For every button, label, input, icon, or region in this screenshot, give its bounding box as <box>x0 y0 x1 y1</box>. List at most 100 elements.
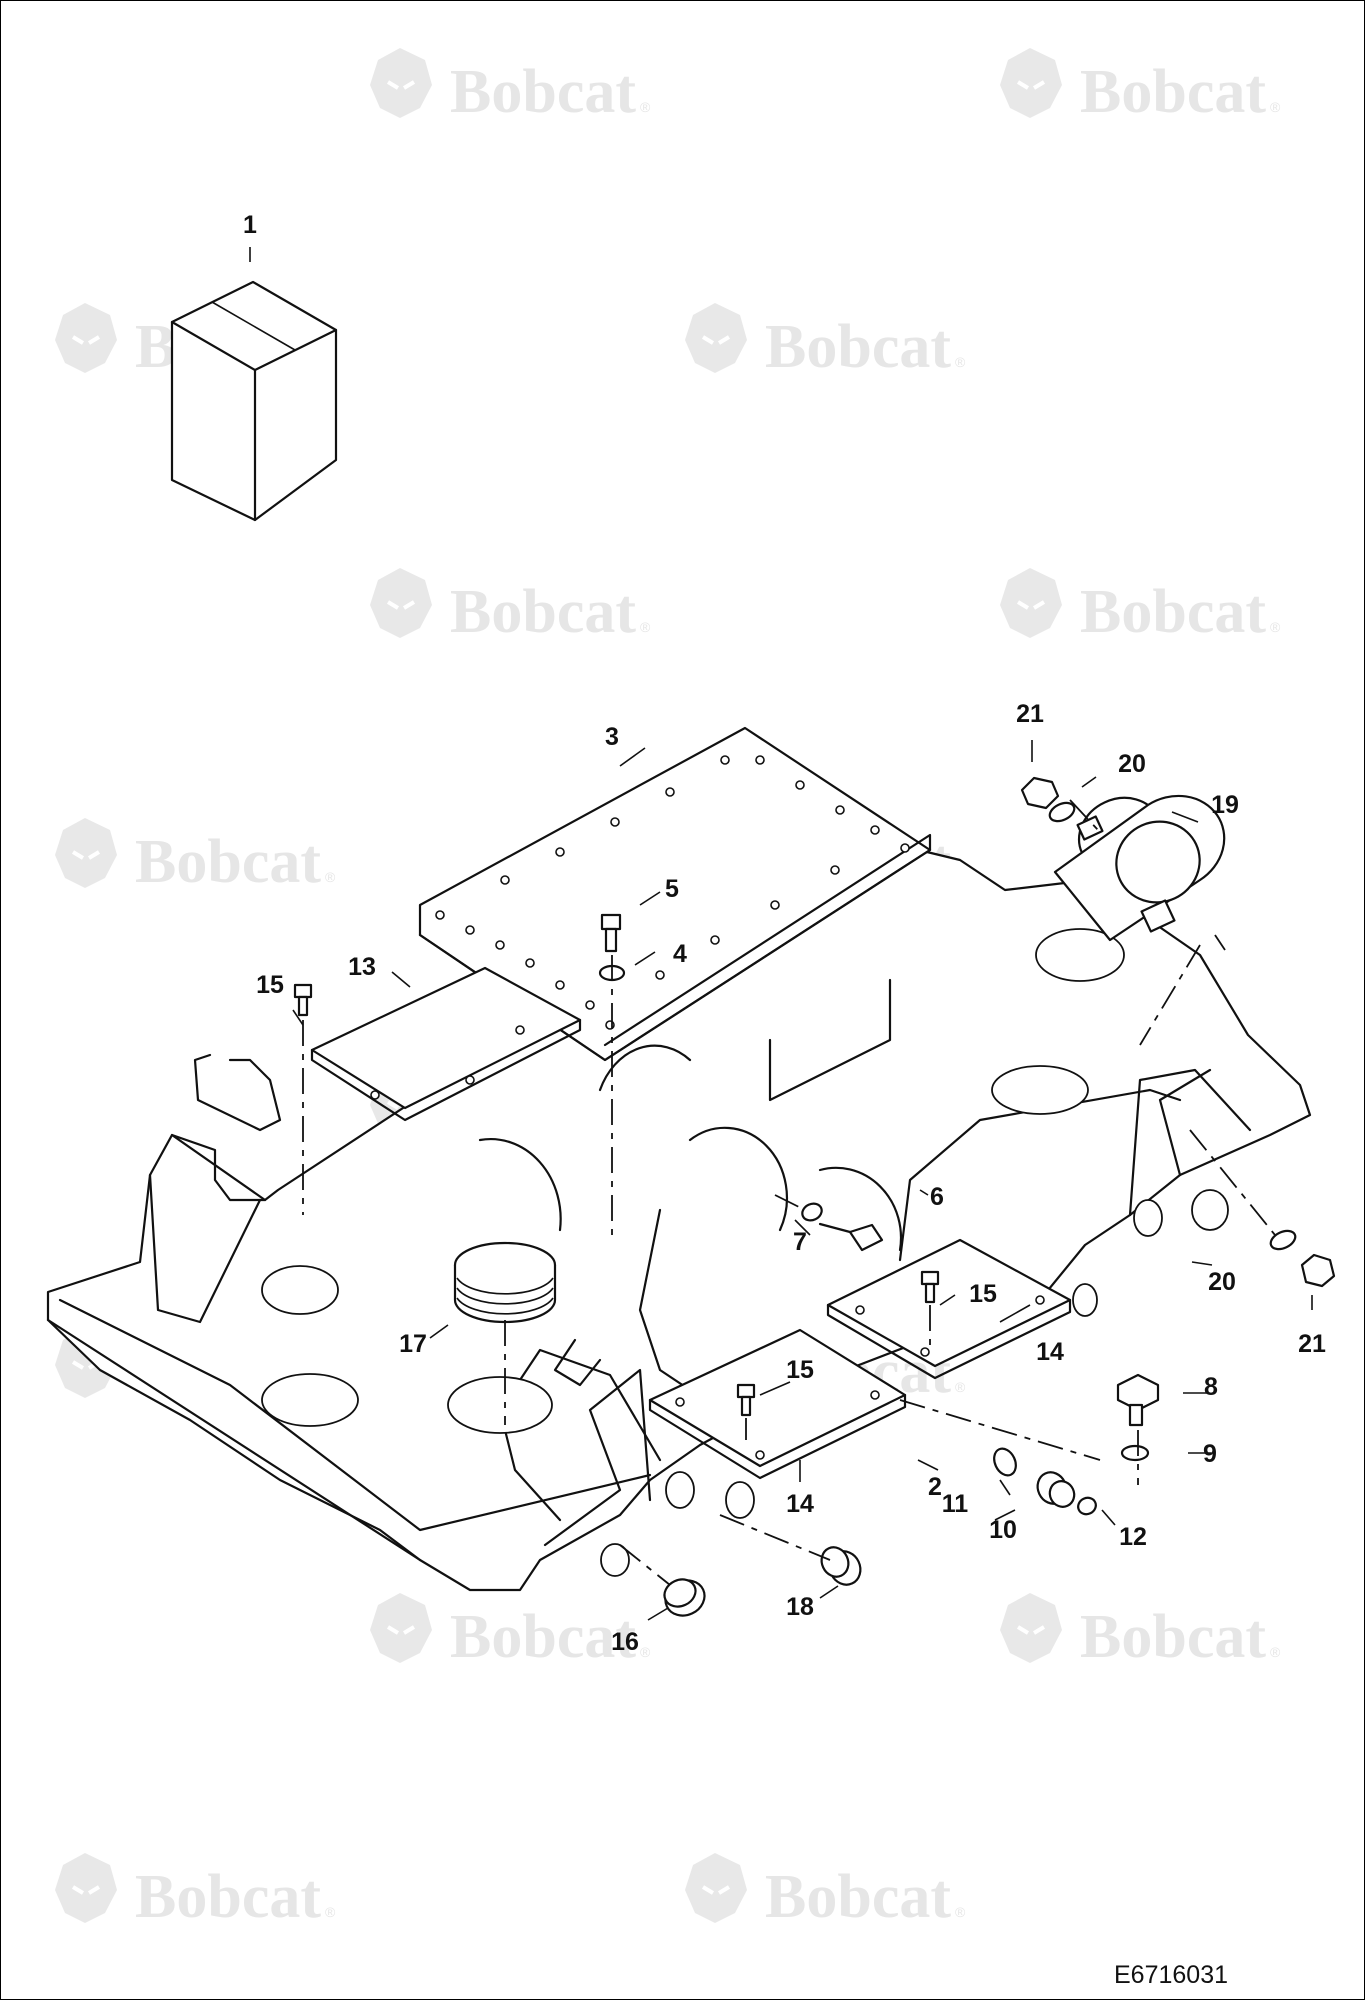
watermark-registered: ® <box>1270 99 1281 115</box>
bobcat-head-icon <box>370 568 432 638</box>
bolt-hole <box>755 755 765 765</box>
part-19-mount <box>1053 794 1226 942</box>
drawing-id: E6716031 <box>1114 1961 1228 1989</box>
watermark-registered: ® <box>955 354 966 370</box>
leader-line <box>647 1607 669 1621</box>
callout-21: 21 <box>1016 700 1044 728</box>
part-13-small-cover <box>310 966 582 1122</box>
callout-3: 3 <box>605 723 619 751</box>
bobcat-watermark: Bobcat® <box>55 818 336 896</box>
part-14-plate-left <box>648 1328 907 1480</box>
part-16-bushing <box>663 1578 706 1617</box>
watermark-registered: ® <box>640 1644 651 1660</box>
callout-18: 18 <box>786 1593 814 1621</box>
part-10-fitting <box>1036 1471 1076 1508</box>
watermark-brand: Bobcat <box>135 1863 321 1931</box>
bobcat-watermark: Bobcat® <box>55 1853 336 1931</box>
bobcat-head-icon <box>55 303 117 373</box>
callout-13: 13 <box>348 953 376 981</box>
watermark-registered: ® <box>325 1904 336 1920</box>
leader-line <box>429 1324 449 1339</box>
watermark-registered: ® <box>640 619 651 635</box>
bolt-hole <box>555 847 565 857</box>
leader-line <box>999 1479 1011 1496</box>
watermark-registered: ® <box>640 99 651 115</box>
bolt-hole <box>795 780 805 790</box>
bobcat-head-icon <box>55 1853 117 1923</box>
leader-line <box>759 1381 791 1396</box>
watermark-registered: ® <box>955 1379 966 1395</box>
bolt-hole <box>500 875 510 885</box>
part-15-bolt-c <box>736 1383 756 1417</box>
callout-10: 10 <box>989 1516 1017 1544</box>
bobcat-watermark: Bobcat® <box>1000 48 1281 126</box>
leader-line <box>292 1009 304 1026</box>
part-15-bolt-b <box>920 1270 940 1304</box>
callout-8: 8 <box>1204 1373 1218 1401</box>
part-9-seal <box>1120 1444 1150 1462</box>
watermark-brand: Bobcat <box>1080 578 1266 646</box>
bobcat-watermark: Bobcat® <box>370 568 651 646</box>
callout-12: 12 <box>1119 1523 1147 1551</box>
centerlines <box>302 799 1276 1586</box>
callout-16: 16 <box>611 1628 639 1656</box>
callout-20: 20 <box>1118 750 1146 778</box>
bolt-hole <box>830 865 840 875</box>
bobcat-watermark: Bobcat® <box>1000 1593 1281 1671</box>
part-1-box <box>170 280 338 522</box>
part-21-nut-top <box>1020 776 1060 810</box>
callout-9: 9 <box>1203 1440 1217 1468</box>
bobcat-watermark: Bobcat® <box>685 1853 966 1931</box>
bobcat-head-icon <box>685 1853 747 1923</box>
callout-4: 4 <box>673 940 687 968</box>
callout-15: 15 <box>786 1356 814 1384</box>
callout-14: 14 <box>786 1490 814 1518</box>
leader-line <box>917 1459 939 1471</box>
callout-11: 11 <box>942 1490 969 1518</box>
watermark-registered: ® <box>955 1904 966 1920</box>
bolt-hole <box>525 958 535 968</box>
part-6-bolt <box>818 1222 884 1252</box>
part-15-bolt-a <box>293 983 313 1017</box>
callout-7: 7 <box>793 1228 807 1256</box>
leader-line <box>819 1585 839 1599</box>
leader-line <box>939 1294 956 1306</box>
bobcat-head-icon <box>370 48 432 118</box>
watermark-brand: Bobcat <box>450 58 636 126</box>
watermark-registered: ® <box>1270 619 1281 635</box>
part-11-seal <box>993 1447 1017 1477</box>
callout-19: 19 <box>1211 791 1239 819</box>
leader-line <box>1191 1261 1213 1266</box>
bolt-hole <box>610 817 620 827</box>
leader-line <box>1171 811 1199 823</box>
callout-2: 2 <box>928 1473 942 1501</box>
bobcat-head-icon <box>1000 1593 1062 1663</box>
leader-line <box>919 1189 929 1196</box>
bobcat-head-icon <box>685 303 747 373</box>
bobcat-head-icon <box>370 1593 432 1663</box>
leader-line <box>639 891 661 906</box>
part-20-washer-top <box>1048 801 1076 823</box>
bolt-hole <box>585 1000 595 1010</box>
bobcat-watermark: Bobcat® <box>1000 568 1281 646</box>
watermark-brand: Bobcat <box>1080 1603 1266 1671</box>
bobcat-watermark: Bobcat® <box>685 303 966 381</box>
leader-line <box>999 1304 1031 1323</box>
part-5-bolt <box>600 913 622 953</box>
bolt-hole <box>665 787 675 797</box>
bolt-hole <box>710 935 720 945</box>
bobcat-watermark: Bobcat® <box>370 1593 651 1671</box>
bobcat-watermark: Bobcat® <box>370 48 651 126</box>
watermark-brand: Bobcat <box>765 313 951 381</box>
bolt-hole <box>655 970 665 980</box>
part-14-plate-right <box>826 1238 1072 1380</box>
bolt-hole <box>835 805 845 815</box>
part-12-cap <box>1077 1496 1097 1516</box>
callout-14: 14 <box>1036 1338 1064 1366</box>
callout-leaders <box>249 247 1313 1621</box>
bolt-hole <box>555 980 565 990</box>
bolt-hole <box>870 825 880 835</box>
bolt-hole <box>495 940 505 950</box>
watermark-brand: Bobcat <box>450 578 636 646</box>
part-8-plug <box>1116 1373 1160 1427</box>
